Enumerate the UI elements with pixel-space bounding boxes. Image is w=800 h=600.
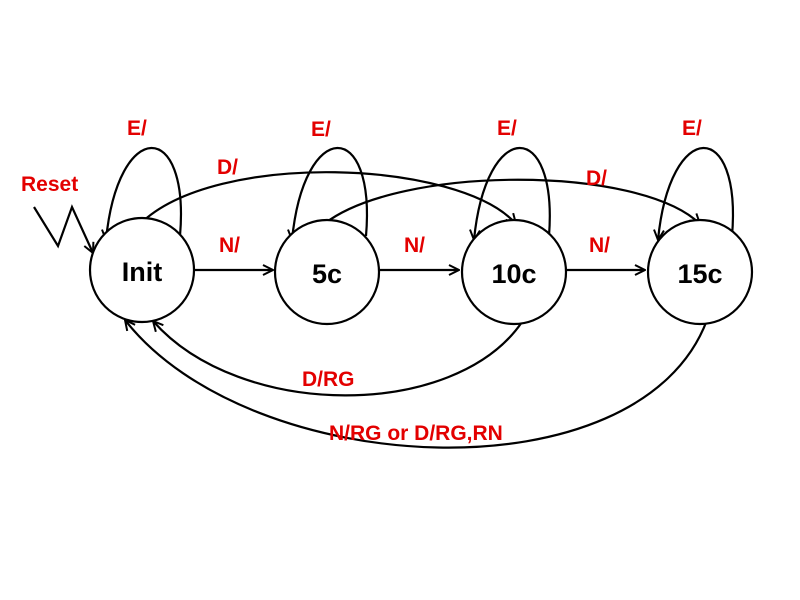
edge-init-to-5c-label: N/ [219, 234, 240, 257]
self-loop-15c [658, 146, 735, 240]
self-loop-5c [292, 146, 369, 240]
reset-label: Reset [21, 173, 78, 196]
state-init-label: Init [122, 257, 163, 287]
self-loop-10c-label: E/ [497, 117, 517, 140]
edge-5c-to-10c-label: N/ [404, 234, 425, 257]
edge-init-to-10c-label: D/ [217, 156, 238, 179]
state-15c-label: 15c [677, 259, 722, 289]
state-15c: 15c [646, 218, 754, 326]
state-init: Init [88, 216, 196, 324]
edge-15c-to-init [125, 320, 709, 449]
self-loop-init [106, 146, 183, 240]
state-10c: 10c [460, 218, 568, 326]
edge-10c-to-init-label: D/RG [302, 368, 355, 391]
edge-init-to-10c [139, 171, 516, 224]
self-loop-init-label: E/ [127, 117, 147, 140]
edge-15c-to-init-label: N/RG or D/RG,RN [329, 422, 503, 445]
state-10c-label: 10c [491, 259, 536, 289]
edge-10c-to-init [153, 321, 523, 397]
state-5c-label: 5c [312, 259, 342, 289]
self-loop-5c-label: E/ [311, 118, 331, 141]
edge-5c-to-15c [323, 178, 700, 224]
edge-5c-to-15c-label: D/ [586, 167, 607, 190]
state-5c: 5c [273, 218, 381, 326]
self-loop-15c-label: E/ [682, 117, 702, 140]
reset-arrow [33, 204, 93, 253]
edge-10c-to-15c-label: N/ [589, 234, 610, 257]
